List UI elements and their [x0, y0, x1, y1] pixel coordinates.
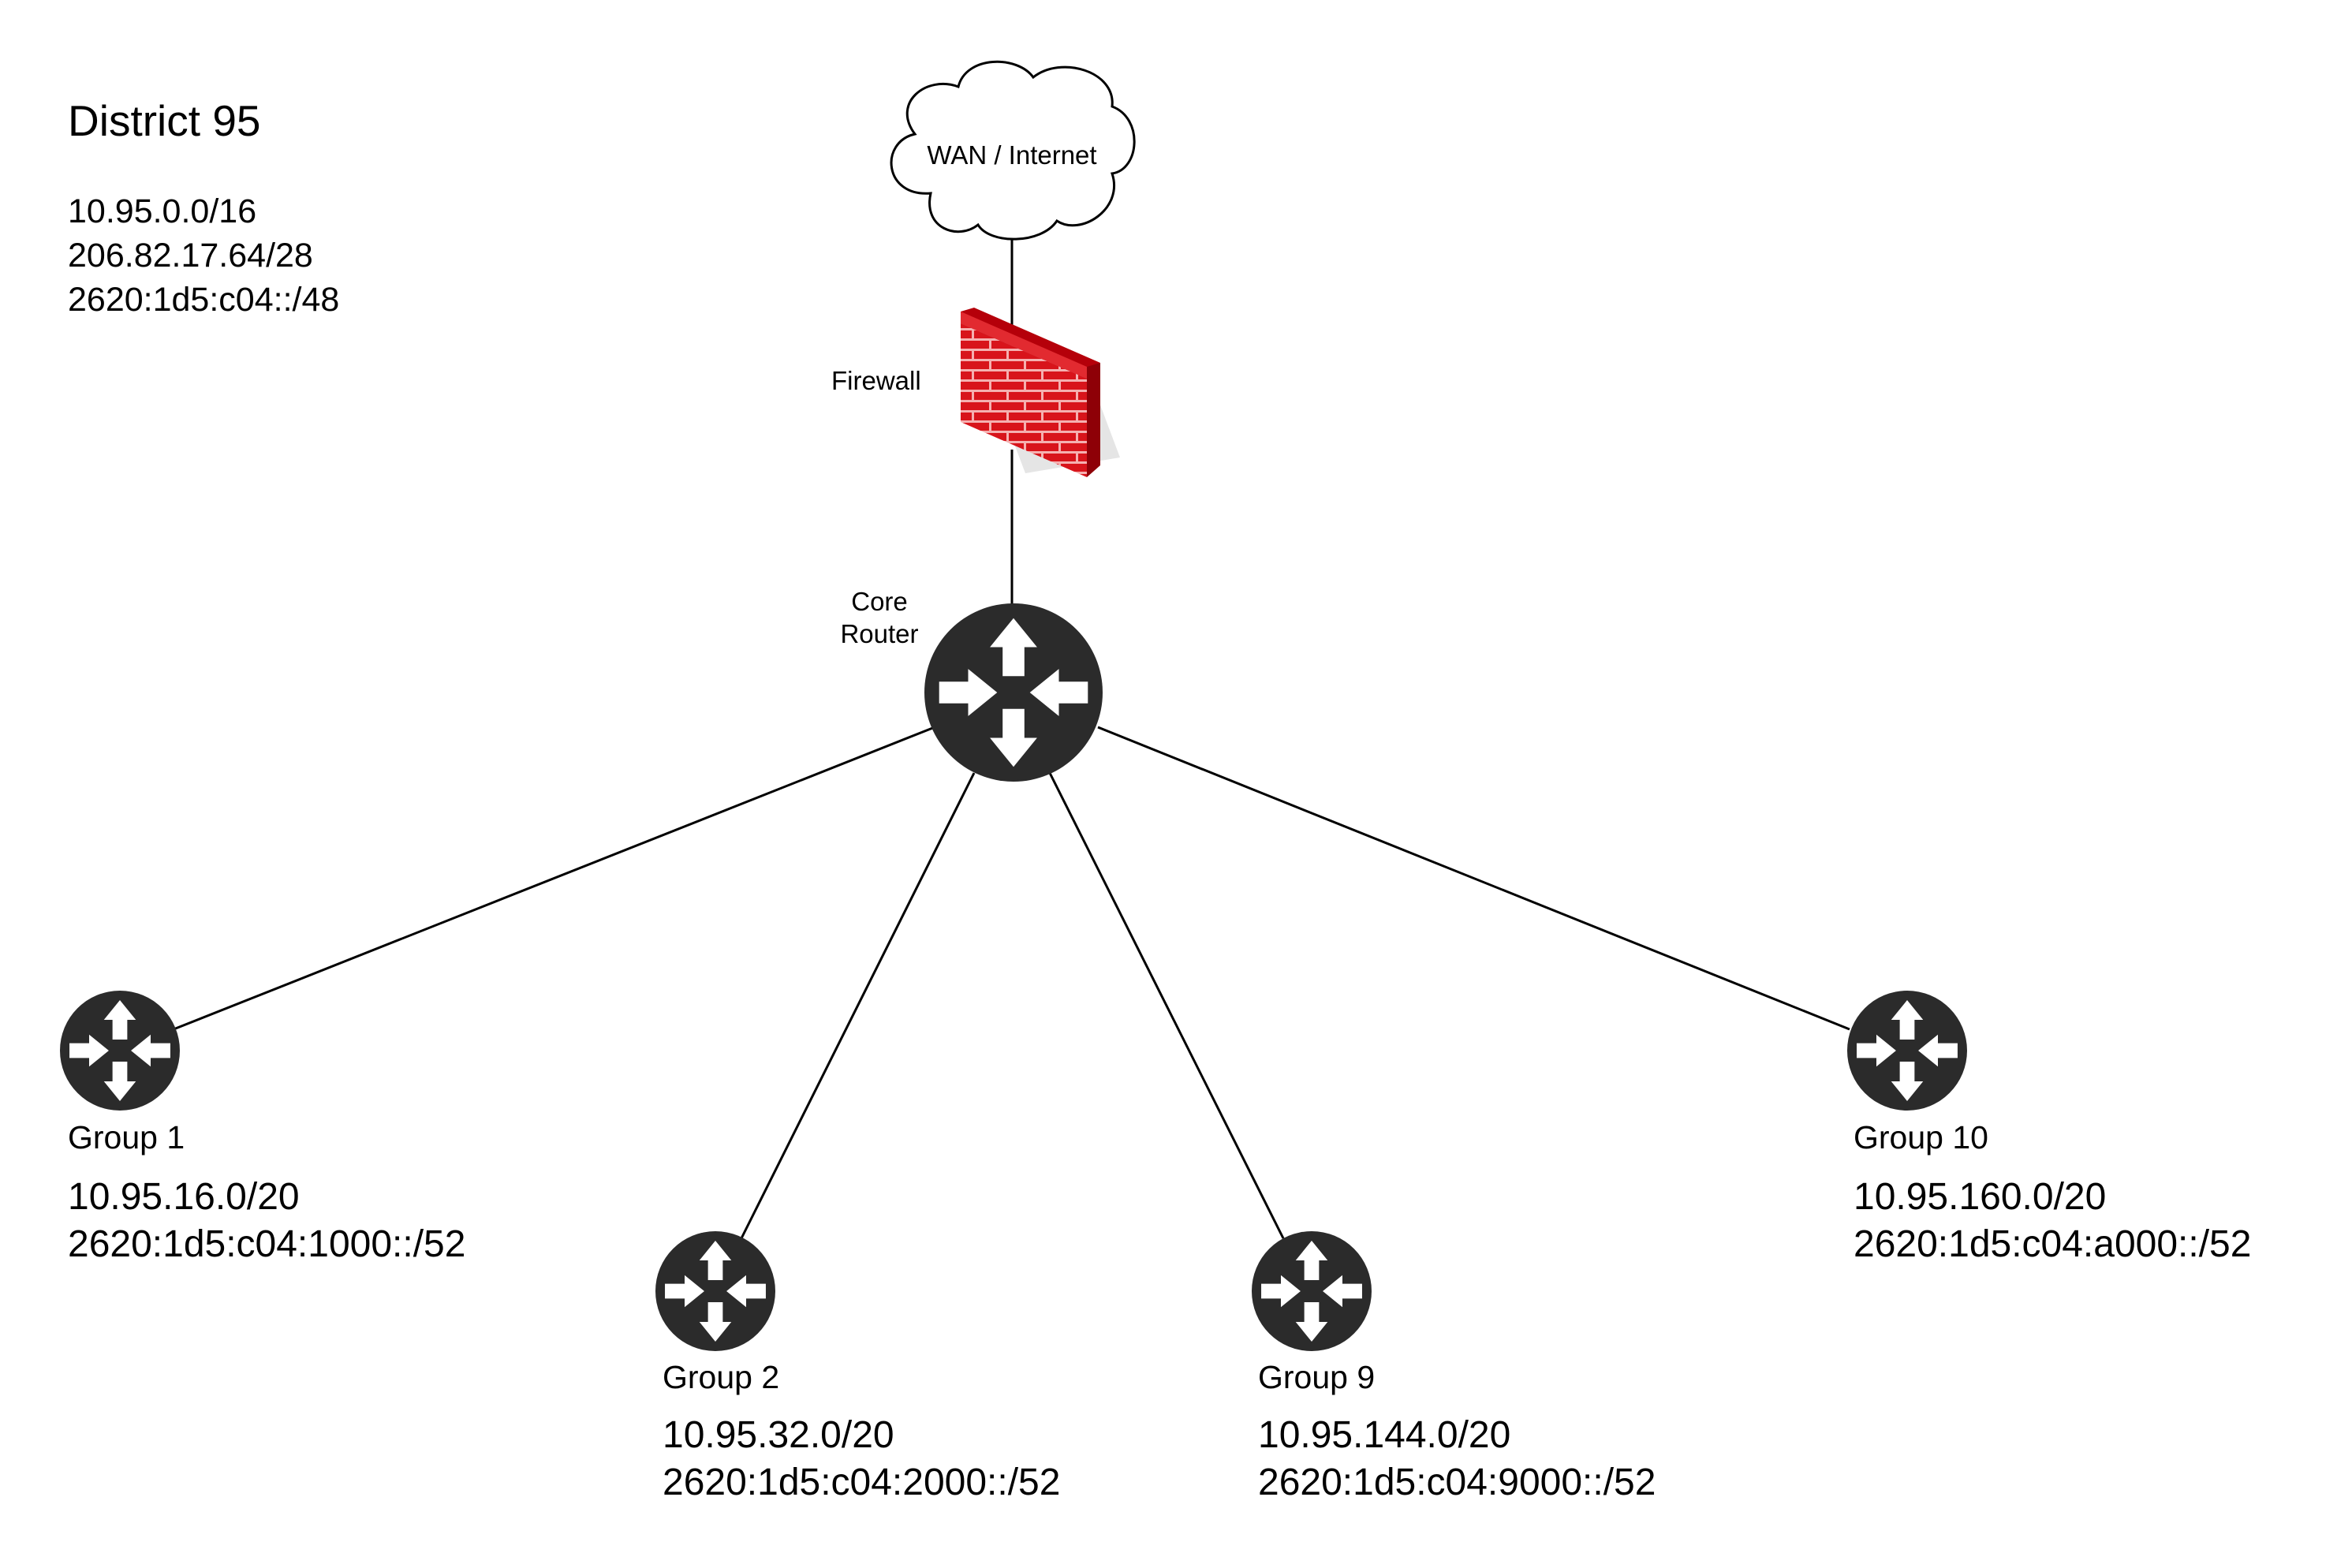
link-core-group1 — [173, 726, 935, 1031]
core-router-icon — [924, 603, 1103, 782]
district-subnet-public: 206.82.17.64/28 — [68, 237, 313, 274]
group9-subnets: 10.95.144.0/20 2620:1d5:c04:9000::/52 — [1258, 1412, 1656, 1506]
group2-ipv6: 2620:1d5:c04:2000::/52 — [663, 1462, 1061, 1503]
core-router-label: Core Router — [812, 585, 946, 650]
group1-ipv6: 2620:1d5:c04:1000::/52 — [68, 1223, 466, 1265]
group10-subnets: 10.95.160.0/20 2620:1d5:c04:a000::/52 — [1854, 1174, 2251, 1268]
group1-router-icon — [60, 991, 180, 1111]
wan-cloud — [890, 60, 1136, 241]
district-subnets: 10.95.0.0/16 206.82.17.64/28 2620:1d5:c0… — [68, 189, 339, 322]
group10-router-icon — [1847, 991, 1967, 1111]
core-label-line2: Router — [840, 619, 919, 648]
group1-label: Group 1 — [68, 1119, 185, 1155]
group9-ipv4: 10.95.144.0/20 — [1258, 1414, 1511, 1456]
link-core-group9 — [1048, 772, 1285, 1239]
group2-subnets: 10.95.32.0/20 2620:1d5:c04:2000::/52 — [663, 1412, 1060, 1506]
group10-ipv6: 2620:1d5:c04:a000::/52 — [1854, 1223, 2252, 1265]
group10-ipv4: 10.95.160.0/20 — [1854, 1176, 2107, 1218]
group2-router-icon — [655, 1231, 775, 1351]
group9-label: Group 9 — [1258, 1359, 1376, 1395]
district-subnet-ipv4: 10.95.0.0/16 — [68, 192, 257, 230]
group1-subnets: 10.95.16.0/20 2620:1d5:c04:1000::/52 — [68, 1174, 465, 1268]
firewall-icon — [961, 308, 1120, 477]
group10-label: Group 10 — [1854, 1119, 1988, 1155]
link-core-group2 — [740, 772, 976, 1239]
district-title: District 95 — [68, 96, 261, 145]
group2-label: Group 2 — [663, 1359, 780, 1395]
group9-router-icon — [1252, 1231, 1372, 1351]
group1-ipv4: 10.95.16.0/20 — [68, 1176, 300, 1218]
link-core-group10 — [1097, 726, 1850, 1031]
core-label-line1: Core — [851, 587, 908, 616]
group9-ipv6: 2620:1d5:c04:9000::/52 — [1258, 1462, 1656, 1503]
district-subnet-ipv6: 2620:1d5:c04::/48 — [68, 281, 340, 319]
group2-ipv4: 10.95.32.0/20 — [663, 1414, 894, 1456]
firewall-label: Firewall — [831, 366, 921, 395]
wan-label: WAN / Internet — [927, 140, 1097, 170]
connections — [173, 237, 1850, 1239]
cloud-icon — [890, 60, 1136, 241]
